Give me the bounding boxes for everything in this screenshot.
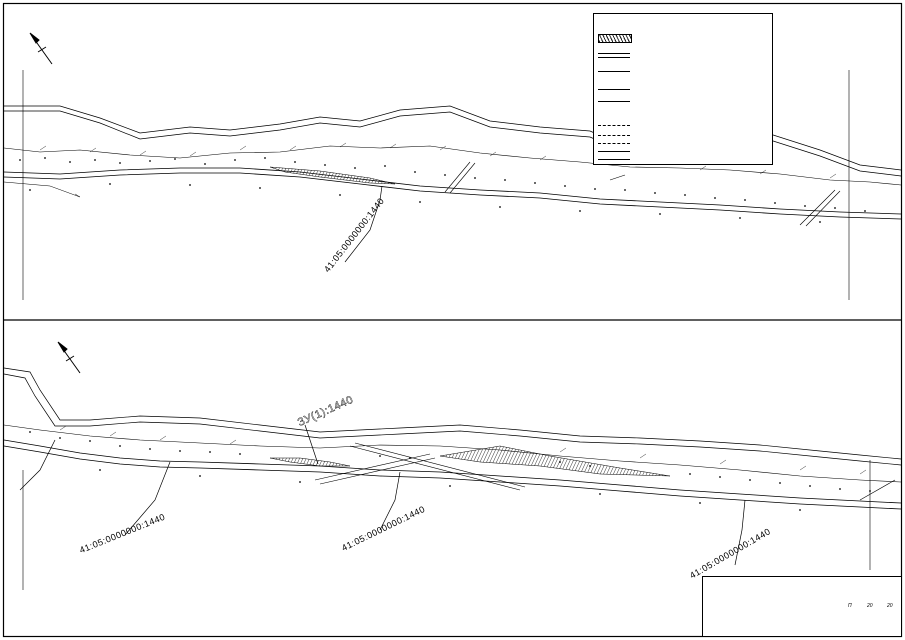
legend-row-quarter-number <box>598 98 770 112</box>
sheet-value: 20 <box>867 603 873 609</box>
top-road-north <box>3 167 902 215</box>
top-road-edge <box>3 181 81 198</box>
bottom-road-south <box>3 445 902 510</box>
bottom-contour-2 <box>3 373 902 466</box>
thin-line-swatch <box>598 159 630 160</box>
bottom-panel-map <box>3 341 902 590</box>
map-legend <box>593 13 773 165</box>
thick-line-swatch <box>598 151 630 152</box>
bottom-hatched-allotment-1 <box>269 457 351 467</box>
dash-line-swatch <box>598 143 630 144</box>
legend-row-red-lines <box>598 50 770 64</box>
stage-value: П <box>848 603 852 609</box>
double-line-swatch <box>598 53 630 58</box>
title-block: П 20 20 <box>702 576 902 637</box>
top-elevation-ticks <box>39 142 837 179</box>
legend-row-water-zone <box>598 156 770 170</box>
thin-line-swatch <box>598 89 630 90</box>
top-crossings <box>444 161 841 227</box>
dash-line-swatch <box>598 135 630 136</box>
top-survey-points <box>19 157 866 223</box>
legend-row-04kv-zone <box>598 148 770 162</box>
legend-row-overhead-zone <box>598 132 770 146</box>
bottom-parcel-leaders <box>19 424 746 566</box>
bottom-survey-points <box>29 431 871 511</box>
top-north-arrow <box>29 32 53 65</box>
thin-line-swatch <box>598 101 630 102</box>
bottom-north-arrow <box>57 341 81 374</box>
top-hatched-allotment <box>269 166 396 185</box>
top-contour-3 <box>3 145 902 186</box>
thin-line-swatch <box>598 71 630 72</box>
legend-row-hatched <box>598 31 770 45</box>
bottom-contour-1 <box>3 367 902 460</box>
legend-row-parcel-code <box>598 106 770 120</box>
top-road-south <box>3 172 902 220</box>
code-swatch <box>598 106 634 112</box>
legend-row-existing-parcels <box>598 68 770 82</box>
hatched-band-swatch <box>598 34 632 43</box>
legend-row-cable-zone <box>598 122 770 136</box>
bottom-road-north <box>3 439 902 504</box>
bottom-hatched-allotment-2 <box>439 445 671 477</box>
sheets-value: 20 <box>887 603 893 609</box>
legend-row-quarter-boundary <box>598 86 770 100</box>
top-parcel-leader <box>344 185 383 263</box>
legend-row-gas-zone <box>598 140 770 154</box>
dash-line-swatch <box>598 125 630 126</box>
bottom-elevation-ticks <box>59 425 867 475</box>
bottom-contour-3 <box>3 424 902 483</box>
